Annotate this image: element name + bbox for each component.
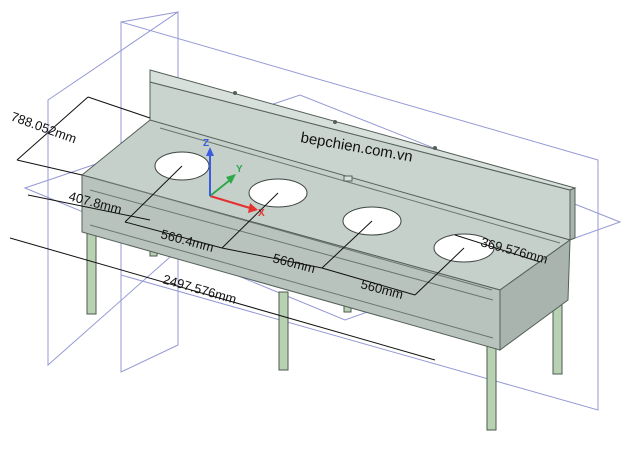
rivet [333, 120, 337, 124]
top-rim-front [93, 177, 493, 291]
axis-z-arrow [206, 147, 214, 156]
dim-width-line [27, 194, 151, 221]
axis-y-line [209, 179, 231, 197]
dim-hole4-leader [414, 247, 465, 296]
dim-depth-line [16, 96, 89, 161]
dimension-lines [9, 96, 541, 361]
dim-length-label: 2497.576mm [161, 271, 238, 306]
axis-y-arrow [226, 174, 236, 184]
top-rim-back [159, 127, 561, 244]
axis-z-label: Z [203, 138, 209, 149]
table-right-side [499, 239, 571, 351]
axis-x-label: X [258, 208, 265, 219]
dim-pitch-1-line [124, 221, 223, 249]
leg-front-left [86, 231, 97, 315]
axis-y-label: Y [236, 164, 243, 175]
axis-x-arrow [248, 203, 258, 213]
rivet [433, 146, 437, 150]
dim-depth-ext [87, 96, 151, 119]
dim-pitch-2-line [221, 247, 323, 269]
backsplash [149, 69, 577, 241]
dim-hole3-leader [321, 220, 373, 269]
apron-inner-edge [89, 189, 494, 301]
dim-length-line [9, 237, 436, 361]
dim-diameter-line [454, 234, 541, 263]
dim-pitch-3-line [321, 267, 416, 296]
dim-hole2-leader [221, 192, 279, 249]
origin-triad: X Y Z [203, 138, 265, 219]
tab-marker [343, 175, 353, 182]
leg-front-right [486, 334, 497, 431]
leg-back-right [552, 299, 563, 375]
axis-x-line [209, 195, 251, 209]
dim-hole1-leader [124, 165, 183, 223]
dim-depth-ext2 [16, 159, 83, 176]
backsplash-end [569, 187, 576, 241]
rivet [233, 91, 237, 95]
apron-lower-edge [89, 224, 494, 339]
leg-front-mid [278, 291, 289, 371]
